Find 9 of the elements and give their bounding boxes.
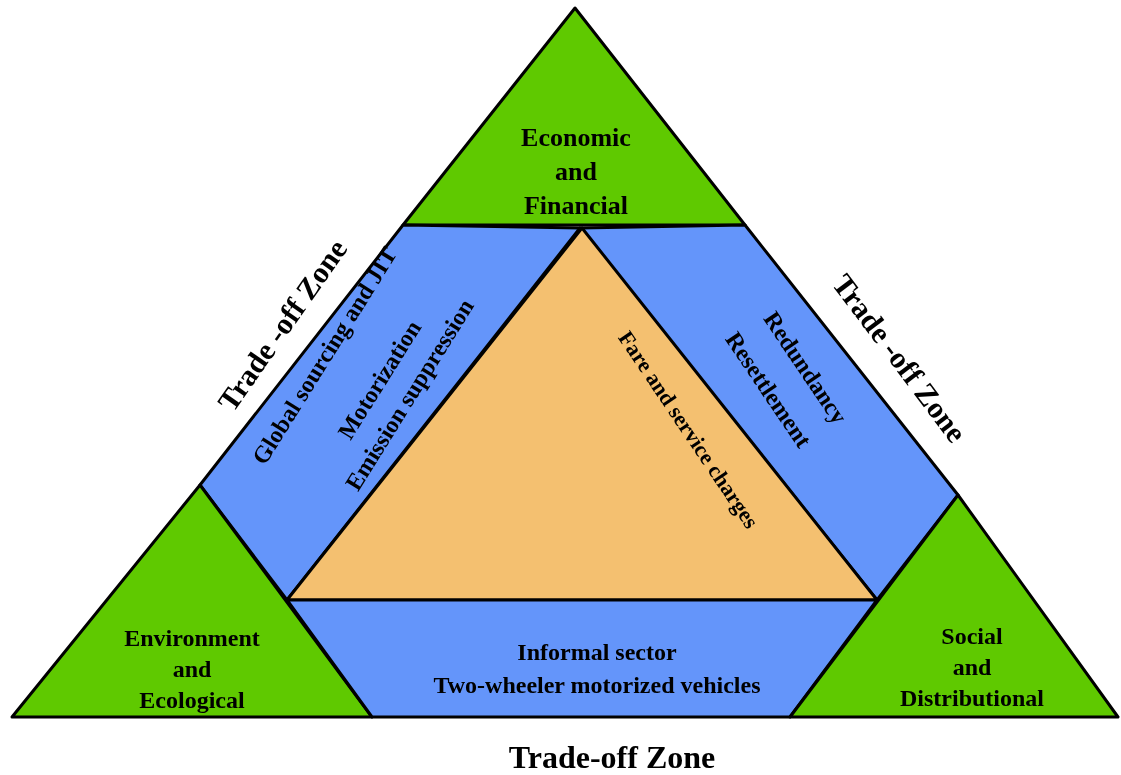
sector-triangle: [790, 495, 1118, 717]
category-label: Social and Distributional: [900, 622, 1044, 714]
category-label: Environment and Ecological: [124, 624, 260, 716]
category-label: Economic and Financial: [521, 122, 631, 222]
zone-label: Trade-off Zone: [508, 738, 716, 775]
trade-off-band: [287, 600, 877, 717]
item-label: Informal sector: [517, 638, 677, 668]
item-label: Two-wheeler motorized vehicles: [433, 671, 761, 701]
sector-triangle: [403, 8, 745, 225]
